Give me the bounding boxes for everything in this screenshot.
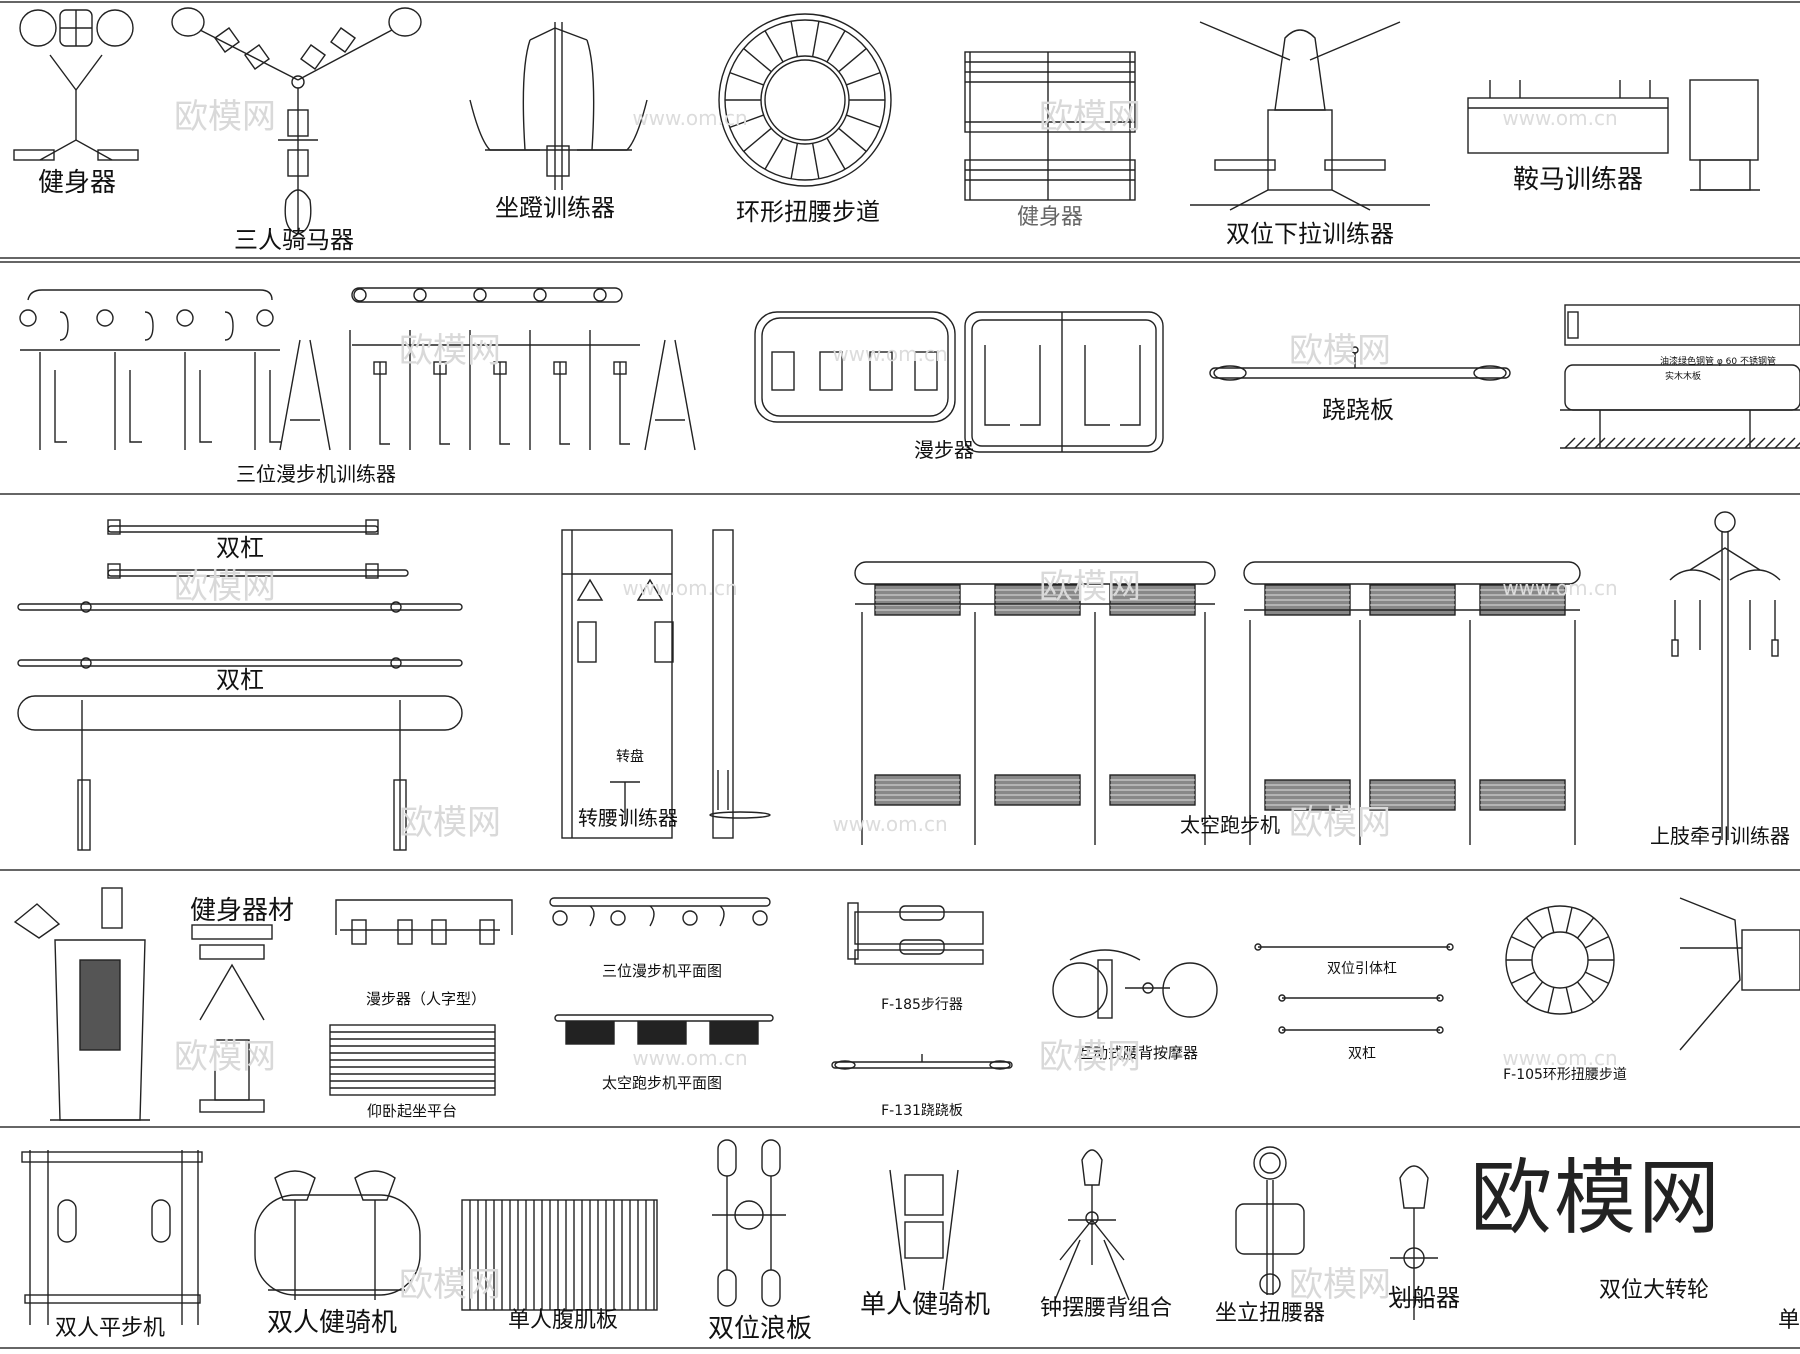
watermark-logo: 欧模网 [1470, 1151, 1723, 1246]
ring-twist-walkway-drawing [718, 13, 892, 187]
watermark-url: www.om.cn [1502, 106, 1618, 130]
six-position-walker-drawing [349, 287, 696, 451]
f105-ring-walkway-drawing [1505, 905, 1615, 1015]
label-abdominal-board: 单人腹肌板 [507, 1308, 619, 1333]
side-device-drawing [1679, 897, 1800, 1051]
detail-text-steel: 油漆绿色钢管 φ 60 不锈钢管 [1660, 357, 1776, 367]
back-massager-drawing [1052, 949, 1218, 1019]
label-space-walker-plan: 太空跑步机平面图 [601, 1074, 723, 1092]
label-three-walker-plan: 三位漫步机平面图 [601, 962, 723, 980]
three-person-walker-drawing [19, 289, 331, 451]
watermark: 欧模网 [1039, 1037, 1141, 1077]
watermark: 欧模网 [1289, 1265, 1391, 1305]
watermark: 欧模网 [399, 331, 501, 371]
three-person-rider-drawing [171, 7, 422, 235]
watermark: 欧模网 [1289, 803, 1391, 843]
label-double-stepper: 双人平步机 [54, 1316, 166, 1341]
walker-machine-drawing [754, 311, 1164, 453]
label-three-position-walker: 三位漫步机训练器 [236, 462, 396, 486]
seesaw-detail-drawing [1560, 304, 1800, 449]
label-double-rider: 双人健骑机 [266, 1308, 398, 1338]
label-walker: 漫步器 [914, 438, 974, 462]
fitness-device-drawing [13, 9, 139, 161]
watermark-url: www.om.cn [1502, 576, 1618, 600]
watermark-url: www.om.cn [1502, 1046, 1618, 1070]
label-sit-stand-twist: 坐立扭腰器 [1214, 1301, 1326, 1326]
label-f105-walkway: F-105环形扭腰步道 [1503, 1067, 1627, 1083]
rowing-machine-drawing [1390, 1165, 1438, 1320]
label-bench-device: 健身器 [1016, 205, 1084, 230]
label-double-wave-board: 双位浪板 [707, 1314, 813, 1344]
label-situp-platform: 仰卧起坐平台 [366, 1102, 458, 1120]
label-single-cut: 单人 [1778, 1308, 1800, 1333]
label-fitness-device: 健身器 [37, 168, 117, 198]
label-double-pulldown: 双位下拉训练器 [1226, 220, 1394, 248]
label-ring-twist-walkway: 环形扭腰步道 [736, 198, 880, 226]
single-rider-drawing [889, 1169, 959, 1291]
label-pommel-horse: 鞍马训练器 [1512, 165, 1644, 195]
label-f131-seesaw: F-131跷跷板 [881, 1103, 963, 1119]
f131-seesaw-drawing [831, 1054, 1013, 1070]
label-pullup-bar: 双位引体杠 [1327, 961, 1397, 977]
watermark: 欧模网 [1039, 97, 1141, 137]
watermark: 欧模网 [1289, 331, 1391, 371]
label-seesaw: 跷跷板 [1322, 396, 1394, 424]
waist-twist-trainer-drawing [561, 529, 771, 839]
situp-platform-drawing [329, 1024, 496, 1096]
fitness-equipment-drawing [13, 887, 273, 1121]
label-seated-pedal-trainer: 坐蹬训练器 [495, 194, 615, 222]
f185-walker-drawing [847, 902, 984, 965]
pommel-horse-drawing [1467, 79, 1760, 191]
watermark: 欧模网 [399, 1265, 501, 1305]
label-back-massager: 互动式腰背按摩器 [1077, 1044, 1199, 1062]
three-walker-plan-drawing [549, 897, 771, 927]
seesaw-drawing [1209, 346, 1511, 381]
pullup-bar-drawing [1254, 943, 1454, 951]
watermark: 欧模网 [174, 97, 276, 137]
label-parallel-bars-1: 双杠 [216, 534, 264, 562]
label-three-person-rider: 三人骑马器 [234, 226, 354, 254]
parallel-bars-drawing [17, 519, 463, 851]
label-double-big-wheel: 双位大转轮 [1598, 1278, 1710, 1303]
label-space-walker: 太空跑步机 [1180, 813, 1280, 837]
abdominal-board-drawing [461, 1199, 658, 1311]
watermark-url: www.om.cn [632, 1046, 748, 1070]
watermark: 欧模网 [174, 567, 276, 607]
parallel-bars-plan-drawing [1278, 994, 1444, 1034]
watermark: 欧模网 [399, 803, 501, 843]
watermark-url: www.om.cn [622, 576, 738, 600]
space-walker-drawing [854, 561, 1581, 845]
upper-limb-trainer-drawing [1669, 511, 1781, 840]
label-waist-twist-trainer: 转腰训练器 [578, 806, 678, 830]
double-wave-board-drawing [712, 1139, 786, 1307]
label-fitness-equipment: 健身器材 [189, 896, 295, 926]
watermark-url: www.om.cn [832, 342, 948, 366]
label-turntable: 转盘 [616, 749, 644, 765]
label-upper-limb-trainer: 上肢牵引训练器 [1650, 824, 1790, 848]
detail-text-wood: 实木木板 [1665, 372, 1702, 382]
watermark: 欧模网 [1039, 567, 1141, 607]
label-parallel-bars-plan: 双杠 [1348, 1046, 1376, 1062]
double-rider-drawing [254, 1170, 421, 1300]
label-pendulum-combo: 钟摆腰背组合 [1039, 1296, 1173, 1321]
double-stepper-drawing [21, 1150, 203, 1325]
label-f185-walker: F-185步行器 [881, 997, 963, 1013]
bench-device-drawing [964, 51, 1136, 201]
walker-y-drawing [335, 899, 513, 945]
space-walker-plan-drawing [554, 1014, 774, 1045]
watermark-url: www.om.cn [832, 812, 948, 836]
sit-stand-twist-drawing [1235, 1146, 1305, 1295]
label-walker-y: 漫步器（人字型） [365, 990, 487, 1008]
watermark-url: www.om.cn [632, 106, 748, 130]
double-pulldown-drawing [1190, 21, 1430, 211]
pendulum-combo-drawing [1054, 1149, 1130, 1301]
label-single-rider: 单人健骑机 [859, 1290, 991, 1320]
seated-pedal-trainer-drawing [469, 22, 648, 190]
label-rowing-machine: 划船器 [1388, 1284, 1460, 1312]
label-parallel-bars-2: 双杠 [216, 666, 264, 694]
watermark: 欧模网 [174, 1037, 276, 1077]
